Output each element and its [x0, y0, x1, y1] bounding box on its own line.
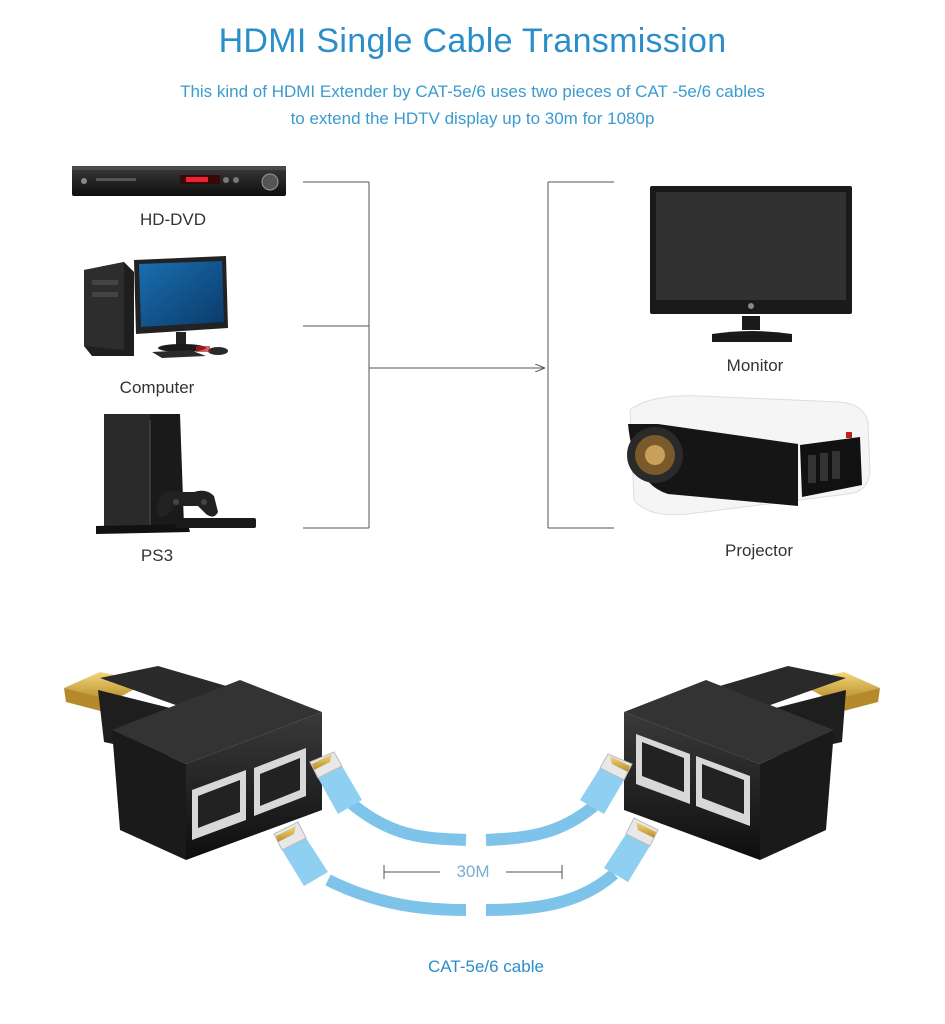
- game-console-icon: [96, 414, 256, 534]
- desktop-computer-icon: [84, 256, 228, 358]
- distance-label: 30M: [456, 862, 490, 881]
- rj45-plug-icon: [309, 751, 362, 814]
- source-label-computer: Computer: [119, 378, 195, 397]
- display-label-projector: Projector: [724, 541, 794, 560]
- distance-indicator: [383, 865, 563, 879]
- rj45-plug-icon: [580, 753, 633, 814]
- subtitle-line-1: This kind of HDMI Extender by CAT-5e/6 u…: [180, 82, 765, 101]
- dvd-player-icon: [72, 166, 286, 196]
- left-extender-adapter: [64, 666, 322, 860]
- page-subtitle: This kind of HDMI Extender by CAT-5e/6 u…: [0, 78, 945, 132]
- right-extender-adapter: [624, 666, 880, 860]
- source-label-hd-dvd: HD-DVD: [139, 210, 207, 229]
- projector-icon: [627, 395, 871, 516]
- rj45-plug-icon: [273, 821, 328, 886]
- cat-cable-lower: [325, 869, 618, 916]
- cat-cable-upper: [348, 799, 598, 846]
- source-bracket: [303, 181, 370, 529]
- cable-caption: CAT-5e/6 cable: [428, 957, 544, 976]
- monitor-icon: [650, 186, 852, 342]
- rj45-plug-icon: [604, 817, 659, 882]
- page-title: HDMI Single Cable Transmission: [218, 22, 727, 60]
- display-bracket: [547, 181, 614, 529]
- subtitle-line-2: to extend the HDTV display up to 30m for…: [290, 109, 655, 128]
- display-label-monitor: Monitor: [726, 356, 784, 375]
- source-label-ps3: PS3: [140, 546, 174, 565]
